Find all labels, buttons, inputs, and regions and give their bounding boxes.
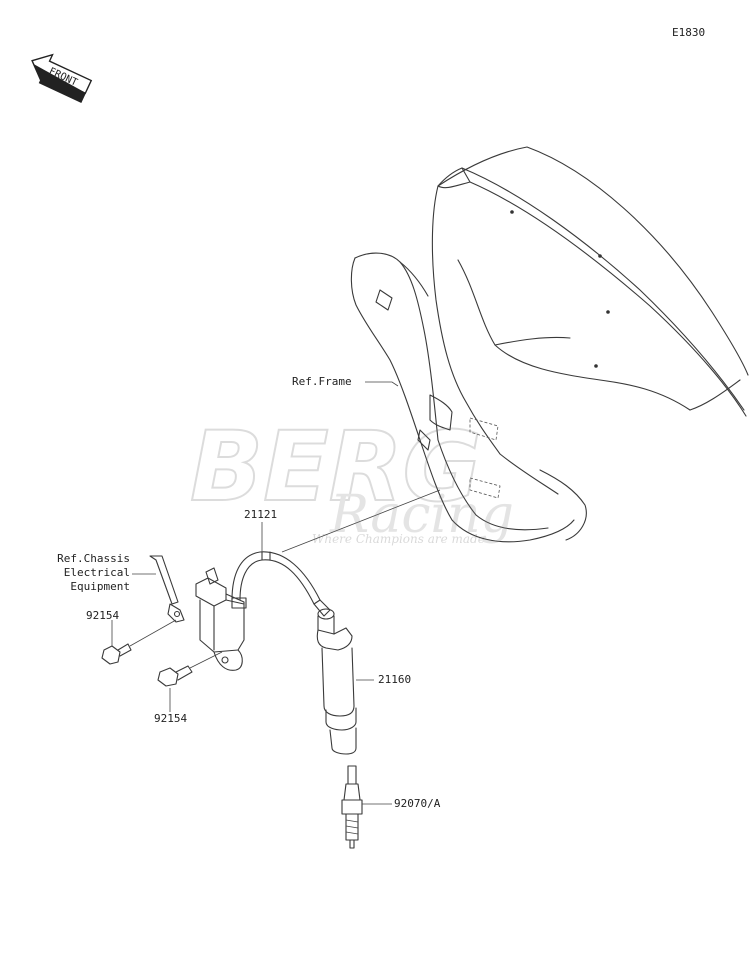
- frame-body: [350, 146, 749, 543]
- bolt-92154-upper: [101, 619, 177, 665]
- watermark-sub: Racing: [329, 485, 514, 545]
- wire-to-frame-leader: [281, 489, 441, 553]
- ref-frame-leader: [365, 381, 399, 387]
- ignition-coil: [195, 567, 247, 671]
- label-92070: 92070/A: [394, 797, 441, 810]
- label-ref-chassis-3: Equipment: [70, 580, 130, 593]
- label-ref-chassis-1: Ref.Chassis: [57, 552, 130, 565]
- spark-plug-cap: [316, 608, 357, 755]
- label-21160: 21160: [378, 673, 412, 686]
- spark-plug: [341, 765, 363, 849]
- ground-wire: [149, 555, 185, 623]
- watermark-main: BERG: [190, 411, 481, 523]
- label-ref-chassis-2: Electrical: [63, 566, 130, 579]
- ignition-coil-wire: [231, 551, 331, 617]
- label-ref-frame: Ref.Frame: [292, 375, 352, 388]
- front-arrow-icon: FRONT: [31, 53, 93, 103]
- label-92154-lower: 92154: [154, 712, 188, 725]
- label-92154-upper: 92154: [86, 609, 120, 622]
- bolt-92154-lower: [157, 651, 223, 687]
- diagram-code: E1830: [672, 26, 706, 39]
- watermark-tagline: Where Champions are made: [312, 532, 485, 546]
- watermark-logo: BERG Racing Where Champions are made: [189, 410, 514, 546]
- label-21121: 21121: [244, 508, 278, 521]
